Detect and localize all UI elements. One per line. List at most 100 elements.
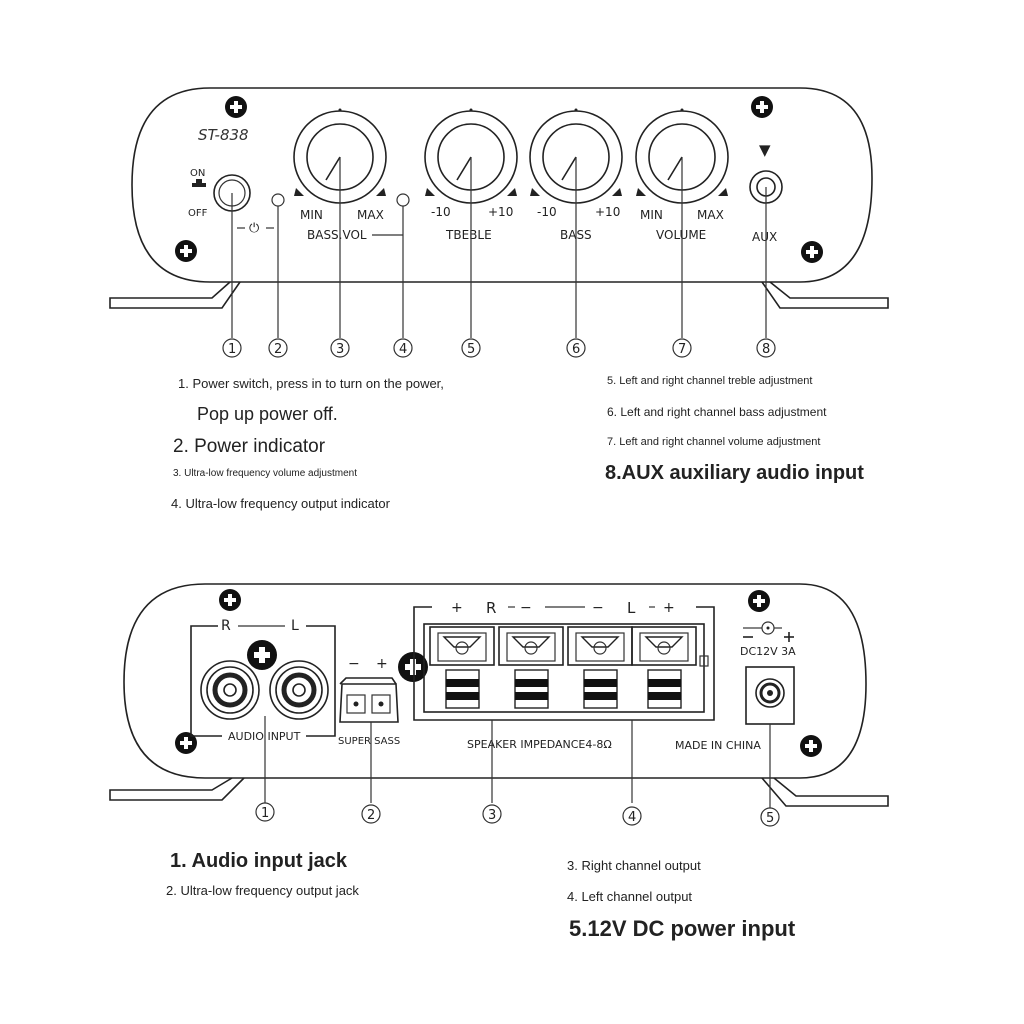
callout-number: 5 — [461, 338, 481, 358]
callout-number: 3 — [482, 804, 502, 824]
note-sub-output: 2. Ultra-low frequency output jack — [166, 883, 359, 898]
knob-min-label: -10 — [537, 205, 557, 219]
note-power-indicator: 2. Power indicator — [173, 436, 326, 457]
speaker-terminal-frame — [413, 606, 715, 721]
screw-icon — [751, 96, 773, 118]
callout-number: 3 — [330, 338, 350, 358]
l-channel-label: L — [627, 599, 636, 617]
screw-icon — [748, 590, 770, 612]
svg-text:7: 7 — [678, 342, 686, 357]
treble-knob[interactable] — [424, 108, 518, 204]
svg-text:1: 1 — [261, 806, 269, 821]
note-volume: 7. Left and right channel volume adjustm… — [607, 436, 821, 448]
callout-number: 2 — [361, 804, 381, 824]
r-plus-label: + — [451, 600, 463, 616]
aux-arrow-icon: ▼ — [759, 141, 771, 159]
screw-icon — [800, 735, 822, 757]
note-bass: 6. Left and right channel bass adjustmen… — [607, 405, 827, 419]
rear-right-foot — [761, 777, 889, 807]
rear-panel: R L AUDIO INPUT − + SUPER SASS — [109, 583, 889, 827]
svg-text:2: 2 — [274, 342, 282, 357]
rca-jack-left[interactable] — [269, 660, 329, 720]
front-leader-lines — [231, 157, 767, 338]
note-sub-volume: 3. Ultra-low frequency volume adjustment — [173, 468, 357, 479]
svg-text:3: 3 — [336, 342, 344, 357]
aux-label: AUX — [752, 230, 777, 244]
callout-number: 1 — [255, 802, 275, 822]
front-right-foot — [761, 281, 889, 309]
switch-off-label: OFF — [188, 208, 208, 219]
power-icon: ⏻ — [249, 221, 259, 236]
screw-icon — [225, 96, 247, 118]
screw-icon — [219, 589, 241, 611]
front-panel-outline — [131, 87, 873, 283]
note-right-output: 3. Right channel output — [567, 858, 701, 873]
svg-text:5: 5 — [766, 811, 774, 826]
r-minus-label: − — [520, 600, 532, 616]
impedance-label: SPEAKER IMPEDANCE4-8Ω — [467, 738, 612, 751]
note-sub-indicator: 4. Ultra-low frequency output indicator — [171, 496, 390, 511]
callout-number: 7 — [672, 338, 692, 358]
speaker-terminal-r-plus[interactable] — [429, 626, 495, 709]
note-left-output: 4. Left channel output — [567, 889, 693, 904]
knob-max-label: +10 — [488, 205, 513, 219]
input-r-label: R — [221, 618, 231, 634]
note-power-switch: 1. Power switch, press in to turn on the… — [178, 376, 444, 391]
knob-max-label: MAX — [697, 208, 724, 222]
callout-number: 6 — [566, 338, 586, 358]
speaker-terminal-l-plus[interactable] — [631, 626, 697, 709]
rear-panel-outline — [123, 583, 867, 779]
input-l-label: L — [291, 618, 299, 634]
note-treble: 5. Left and right channel treble adjustm… — [607, 375, 813, 387]
rear-left-foot — [109, 777, 245, 801]
dc-polarity-icon — [743, 621, 794, 642]
svg-text:4: 4 — [399, 342, 407, 357]
note-aux: 8.AUX auxiliary audio input — [605, 462, 864, 484]
note-power-off: Pop up power off. — [197, 404, 338, 424]
sub-minus-label: − — [348, 656, 360, 672]
callout-number: 2 — [268, 338, 288, 358]
knob-max-label: MAX — [357, 208, 384, 222]
speaker-terminal-r-minus[interactable] — [498, 626, 564, 709]
knob-min-label: MIN — [640, 208, 663, 222]
power-indicator-led — [271, 193, 285, 207]
svg-text:4: 4 — [628, 810, 636, 825]
knob-name-label: TBEBLE — [445, 228, 492, 242]
l-minus-label: − — [592, 600, 604, 616]
callout-number: 1 — [222, 338, 242, 358]
dc-power-jack[interactable] — [745, 666, 795, 725]
rca-jack-right[interactable] — [200, 660, 260, 720]
sub-plus-label: + — [376, 656, 388, 672]
super-sass-label: SUPER SASS — [338, 736, 400, 747]
callout-number: 8 — [756, 338, 776, 358]
subwoofer-indicator-led — [396, 193, 410, 207]
knob-min-label: -10 — [431, 205, 451, 219]
front-panel: ST-838 ON OFF ⏻ MIN MAX BASS.VOL — [109, 87, 889, 358]
callout-number: 4 — [393, 338, 413, 358]
callout-number: 4 — [622, 806, 642, 826]
note-dc-input: 5.12V DC power input — [569, 916, 796, 941]
audio-input-frame — [190, 625, 336, 737]
model-label: ST-838 — [198, 126, 249, 144]
knob-name-label: VOLUME — [656, 228, 706, 242]
knob-max-label: +10 — [595, 205, 620, 219]
svg-text:2: 2 — [367, 808, 375, 823]
knob-min-label: MIN — [300, 208, 323, 222]
made-in-label: MADE IN CHINA — [675, 739, 761, 752]
audio-input-label: AUDIO INPUT — [228, 730, 301, 743]
subwoofer-output-terminal[interactable] — [339, 677, 399, 723]
screw-icon — [175, 732, 197, 754]
r-channel-label: R — [486, 599, 496, 617]
front-left-foot — [109, 281, 241, 309]
rear-leader-lines — [264, 716, 771, 808]
screw-icon — [801, 241, 823, 263]
knob-name-label: BASS.VOL — [307, 228, 367, 242]
note-audio-input: 1. Audio input jack — [170, 850, 348, 872]
callout-number: 5 — [760, 807, 780, 827]
switch-on-label: ON — [190, 168, 205, 179]
switch-toggle-icon — [192, 183, 206, 187]
svg-text:1: 1 — [228, 342, 236, 357]
svg-text:5: 5 — [467, 342, 475, 357]
speaker-terminal-l-minus[interactable] — [567, 626, 633, 709]
